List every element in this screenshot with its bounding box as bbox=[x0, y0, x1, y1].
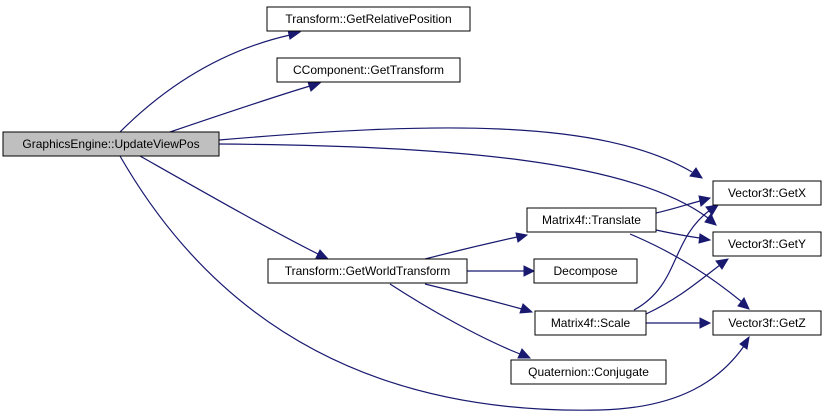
edge-root-getrel bbox=[119, 29, 302, 133]
edge-worldxf-decompose bbox=[467, 265, 536, 277]
edge-translate-getx bbox=[655, 195, 712, 214]
node-transform-getrelativeposition[interactable]: Transform::GetRelativePosition bbox=[266, 6, 471, 32]
node-ccomponent-gettransform[interactable]: CComponent::GetTransform bbox=[276, 57, 461, 83]
edge-root-gety bbox=[218, 143, 717, 226]
edge-root-getz bbox=[119, 155, 750, 411]
edge-worldxf-conjugate bbox=[389, 283, 532, 359]
node-label: Vector3f::GetZ bbox=[728, 316, 805, 330]
edge-scale-gety bbox=[645, 258, 729, 315]
node-matrix4f-translate[interactable]: Matrix4f::Translate bbox=[526, 207, 657, 233]
edge-scale-getz bbox=[646, 317, 712, 329]
node-label: Transform::GetRelativePosition bbox=[285, 12, 451, 26]
node-graphicsengine-updateviewpos[interactable]: GraphicsEngine::UpdateViewPos bbox=[2, 131, 220, 157]
node-label: GraphicsEngine::UpdateViewPos bbox=[22, 137, 199, 151]
node-label: CComponent::GetTransform bbox=[293, 63, 444, 77]
edge-root-getxform bbox=[169, 81, 322, 133]
node-label: Matrix4f::Translate bbox=[542, 213, 641, 227]
edge-translate-gety bbox=[655, 229, 712, 244]
edge-translate-getz bbox=[629, 233, 750, 310]
node-label: Decompose bbox=[553, 264, 617, 278]
node-label: Quaternion::Conjugate bbox=[528, 365, 649, 379]
node-quaternion-conjugate[interactable]: Quaternion::Conjugate bbox=[510, 359, 667, 385]
node-vector3f-gety[interactable]: Vector3f::GetY bbox=[712, 231, 822, 257]
edge-worldxf-scale bbox=[424, 283, 534, 314]
node-label: Matrix4f::Scale bbox=[551, 316, 631, 330]
node-label: Vector3f::GetY bbox=[728, 237, 806, 251]
node-vector3f-getz[interactable]: Vector3f::GetZ bbox=[712, 310, 822, 336]
edge-root-getx bbox=[218, 127, 703, 179]
edge-worldxf-translate bbox=[424, 232, 529, 260]
node-decompose[interactable]: Decompose bbox=[533, 258, 638, 284]
node-vector3f-getx[interactable]: Vector3f::GetX bbox=[712, 180, 822, 206]
node-transform-getworldtransform[interactable]: Transform::GetWorldTransform bbox=[267, 258, 468, 284]
edge-scale-getx bbox=[633, 204, 719, 311]
edge-layer bbox=[119, 29, 750, 411]
node-label: Transform::GetWorldTransform bbox=[285, 264, 451, 278]
edge-root-worldxf bbox=[139, 155, 330, 260]
node-layer: GraphicsEngine::UpdateViewPos Transform:… bbox=[2, 6, 822, 385]
node-label: Vector3f::GetX bbox=[728, 186, 806, 200]
node-matrix4f-scale[interactable]: Matrix4f::Scale bbox=[534, 310, 647, 336]
